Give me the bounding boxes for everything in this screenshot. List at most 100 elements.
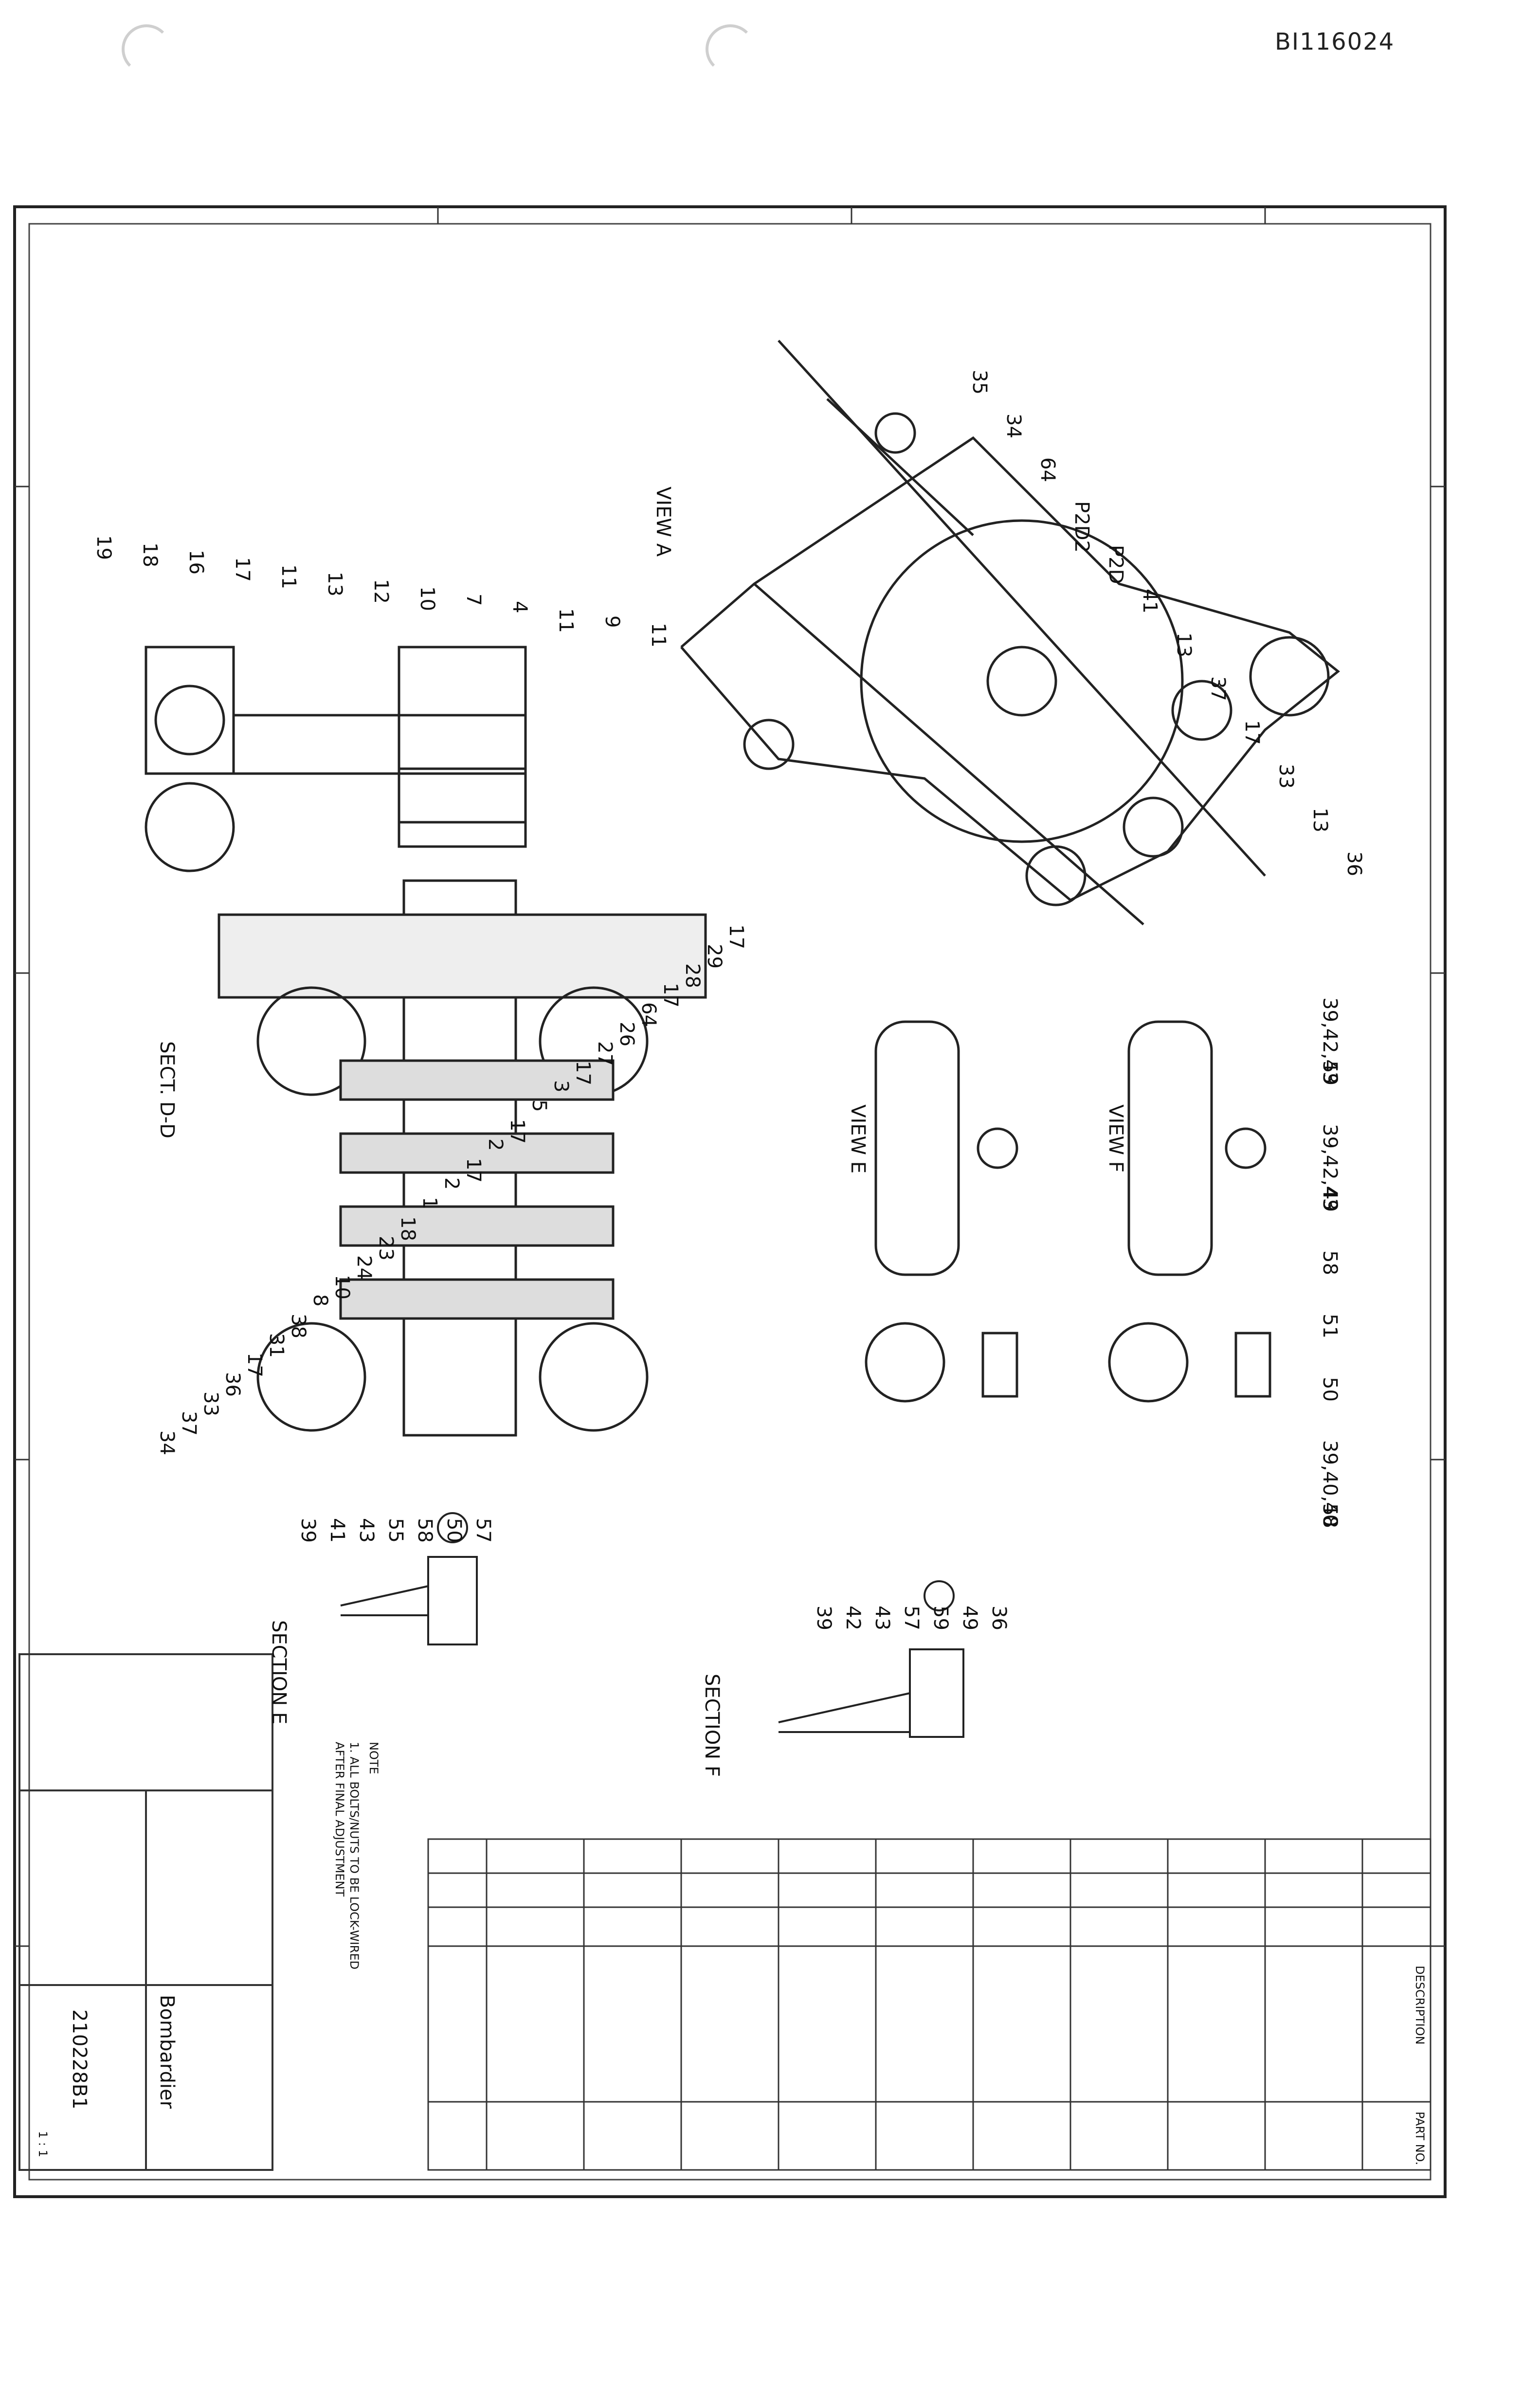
callout-view-a-6: 12 <box>370 579 392 604</box>
parts-list-table <box>427 1838 1431 2171</box>
callout-section-e-2: 43 <box>355 1518 378 1543</box>
callout-view-e-5: 51 <box>1319 1314 1341 1338</box>
callout-section-18: 10 <box>331 1275 353 1300</box>
document-id: BI116024 <box>1275 28 1395 55</box>
callout-section-20: 38 <box>287 1314 309 1338</box>
callout-view-a-4: 11 <box>277 564 300 589</box>
punch-hole-mark-left <box>122 24 171 74</box>
callout-view-a-12: 11 <box>647 623 670 648</box>
callout-section-12: 17 <box>462 1158 485 1183</box>
section-dd-shaft <box>217 879 707 1437</box>
callout-view-e-7: 39,40,40 <box>1319 1440 1341 1527</box>
drawing-inner-border <box>28 223 1431 2181</box>
callout-section-e-0: 39 <box>297 1518 319 1543</box>
callout-section-14: 1 <box>418 1197 441 1209</box>
callout-view-a-2: 16 <box>185 550 207 575</box>
callout-view-e-2: 39,42,43 <box>1319 1124 1341 1210</box>
zone-ticks <box>15 207 1445 1947</box>
callout-section-8: 3 <box>550 1080 572 1092</box>
callout-view-a-0: 19 <box>92 535 115 560</box>
view-f-label: VIEW F <box>1105 1104 1127 1173</box>
callout-view-e-1: 59 <box>1319 1061 1341 1085</box>
note-line-1: 1. ALL BOLTS/NUTS TO BE LOCK-WIRED <box>347 1742 361 1969</box>
callout-section-16: 23 <box>375 1236 397 1261</box>
callout-top-9: 33 <box>1275 764 1297 789</box>
drawing-border <box>13 205 1447 2198</box>
parts-list-header: DESCRIPTION <box>1413 1966 1427 2044</box>
note-line-2: AFTER FINAL ADJUSTMENT <box>333 1742 346 1896</box>
callout-section-f-0: 39 <box>813 1606 835 1630</box>
callout-top-2: 64 <box>1036 457 1059 482</box>
callout-view-a-9: 4 <box>508 601 531 613</box>
callout-section-17: 24 <box>353 1255 375 1280</box>
callout-section-25: 37 <box>178 1411 200 1436</box>
callout-section-9: 5 <box>528 1100 550 1112</box>
callout-section-f-4: 59 <box>929 1606 952 1630</box>
callout-view-e-3: 49 <box>1319 1187 1341 1212</box>
callout-section-10: 17 <box>506 1119 528 1144</box>
callout-section-f-3: 57 <box>900 1606 923 1630</box>
callout-section-e-5: 50 <box>443 1518 465 1543</box>
view-e-f-drawing <box>865 1020 1271 1403</box>
callout-section-1: 29 <box>703 944 725 969</box>
callout-section-4: 64 <box>637 1002 660 1027</box>
callout-section-f-2: 43 <box>871 1606 893 1630</box>
callout-section-15: 18 <box>397 1216 419 1241</box>
callout-section-e-4: 58 <box>414 1518 436 1543</box>
callout-section-24: 33 <box>199 1391 222 1416</box>
parts-list-partno: PART NO. <box>1413 2112 1427 2165</box>
callout-section-e-1: 41 <box>326 1518 348 1543</box>
callout-section-13: 2 <box>440 1177 463 1190</box>
callout-section-3: 17 <box>659 983 682 1008</box>
section-f-detail <box>778 1580 964 1738</box>
callout-view-a-10: 11 <box>555 608 577 633</box>
callout-section-e-6: 57 <box>472 1518 494 1543</box>
callout-top-3: P2D2 <box>1070 501 1093 553</box>
note-title: NOTE <box>367 1742 380 1774</box>
callout-section-f-1: 42 <box>842 1606 864 1630</box>
callout-view-a-5: 13 <box>324 572 346 596</box>
callout-top-5: 41 <box>1139 589 1161 614</box>
callouts-section-group: 1729281764262717351721721182324108383117… <box>156 924 747 1455</box>
top-bracket-assembly <box>680 340 1341 925</box>
callout-section-26: 34 <box>156 1430 178 1455</box>
title-drawing-no: 210228B1 <box>68 2009 91 2110</box>
callout-view-e-8: 58 <box>1319 1503 1341 1528</box>
callout-top-10: 13 <box>1309 808 1331 832</box>
callout-section-11: 2 <box>484 1138 507 1151</box>
callout-view-a-11: 9 <box>601 615 623 628</box>
callout-top-4: P2D <box>1105 545 1127 584</box>
section-f-label: SECTION F <box>701 1674 723 1777</box>
view-a-drawing <box>145 646 527 872</box>
rotated-labels: VIEW A VIEW E VIEW F SECT. D-D SECTION E… <box>36 487 1427 2165</box>
callout-section-2: 28 <box>681 963 704 988</box>
callout-view-a-3: 17 <box>231 557 254 582</box>
callout-section-0: 17 <box>725 924 747 949</box>
callout-section-5: 26 <box>616 1022 638 1047</box>
callout-top-6: 13 <box>1173 632 1195 657</box>
callout-top-1: 34 <box>1002 414 1025 438</box>
callout-view-a-7: 10 <box>416 586 438 611</box>
callout-top-0: 35 <box>968 370 991 395</box>
callout-top-11: 36 <box>1343 851 1365 876</box>
callouts-view-a-group: 19 18 16 17 11 13 12 10 7 4 11 9 11 <box>92 535 670 648</box>
callout-view-a-8: 7 <box>462 594 485 606</box>
callout-section-23: 36 <box>221 1372 244 1397</box>
title-block <box>18 1653 273 2171</box>
callout-view-a-1: 18 <box>139 542 161 567</box>
callout-view-e-0: 39,42,43 <box>1319 997 1341 1084</box>
callout-section-19: 8 <box>309 1294 331 1306</box>
callout-section-21: 31 <box>265 1333 288 1358</box>
section-dd-label: SECT. D-D <box>156 1041 178 1138</box>
view-a-label: VIEW A <box>652 487 674 557</box>
callout-section-e-3: 55 <box>384 1518 407 1543</box>
callout-section-22: 17 <box>243 1353 266 1377</box>
callout-top-7: 37 <box>1207 676 1229 701</box>
section-e-label: SECTION E <box>268 1620 290 1724</box>
view-e-label: VIEW E <box>847 1104 869 1174</box>
